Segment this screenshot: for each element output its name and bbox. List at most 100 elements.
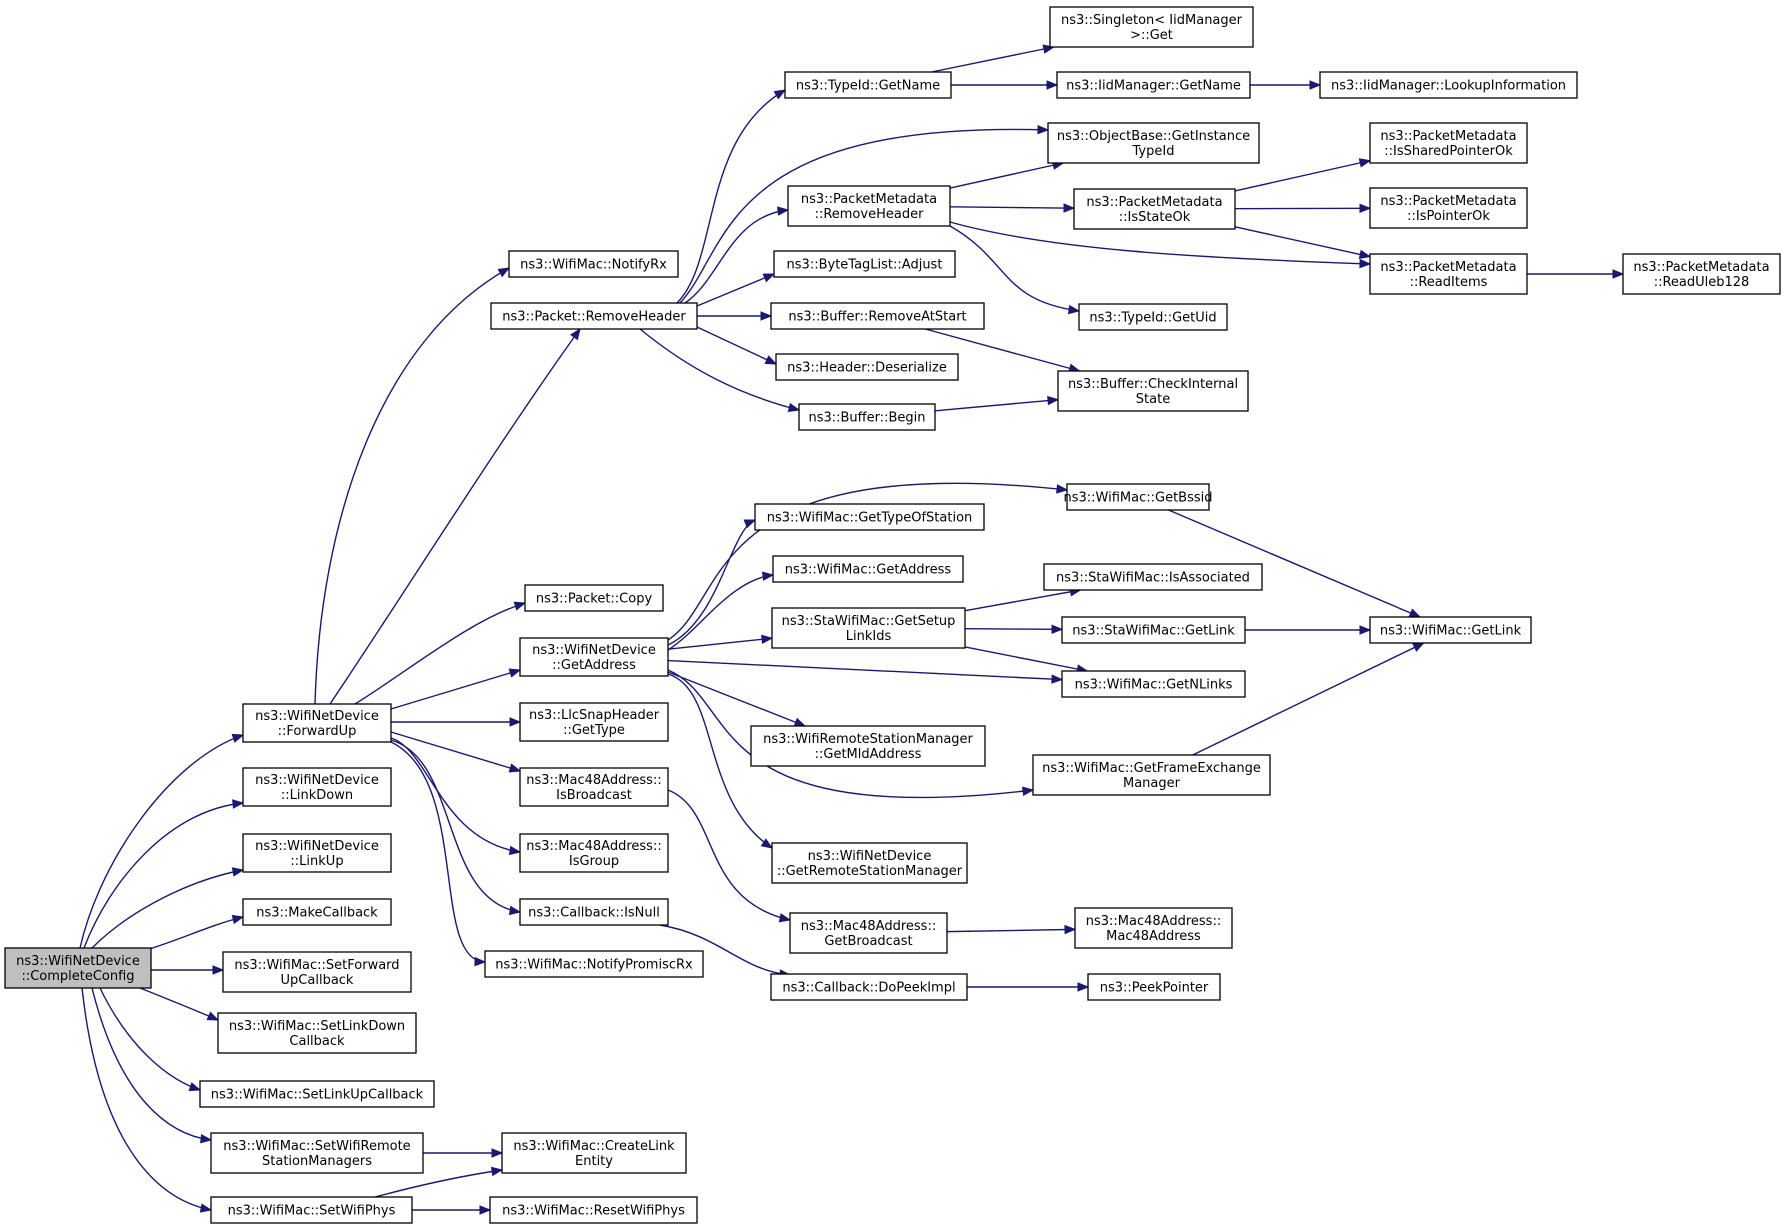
edge-ndgetaddress-to-getnlinks — [667, 659, 1064, 684]
node-label: ::GetMldAddress — [815, 747, 922, 762]
node-packetcopy[interactable]: ns3::Packet::Copy — [524, 584, 664, 612]
node-box — [1087, 973, 1221, 1001]
node-label: ns3::WifiMac::GetBssid — [1064, 491, 1213, 506]
arrowhead — [1077, 982, 1090, 992]
node-removeheader[interactable]: ns3::Packet::RemoveHeader — [490, 302, 698, 330]
edge-line — [667, 482, 1068, 641]
node-peekpointer[interactable]: ns3::PeekPointer — [1087, 973, 1221, 1001]
node-notifypromisc[interactable]: ns3::WifiMac::NotifyPromiscRx — [484, 950, 704, 978]
node-macgetaddress[interactable]: ns3::WifiMac::GetAddress — [772, 555, 964, 583]
arrowhead — [762, 571, 775, 581]
node-forwardup[interactable]: ns3::WifiNetDevice::ForwardUp — [242, 703, 392, 743]
arrowhead — [1612, 269, 1625, 279]
node-root[interactable]: ns3::WifiNetDevice::CompleteConfig — [4, 947, 152, 989]
node-issharedptr[interactable]: ns3::PacketMetadata::IsSharedPointerOk — [1369, 122, 1528, 164]
node-label: ns3::WifiMac::GetNLinks — [1075, 678, 1233, 693]
node-typeidgetname[interactable]: ns3::TypeId::GetName — [784, 71, 952, 99]
node-getrsm[interactable]: ns3::WifiNetDevice::GetRemoteStationMana… — [771, 842, 968, 884]
node-dopeekimpl[interactable]: ns3::Callback::DoPeekImpl — [770, 973, 968, 1001]
node-box — [210, 1196, 413, 1224]
node-box — [217, 1012, 417, 1054]
node-label: ::ForwardUp — [278, 724, 357, 739]
node-macgetlink[interactable]: ns3::WifiMac::GetLink — [1369, 616, 1532, 644]
node-getmldaddress[interactable]: ns3::WifiRemoteStationManager::GetMldAdd… — [750, 725, 986, 767]
edge-line — [667, 574, 774, 651]
node-removeatstart[interactable]: ns3::Buffer::RemoveAtStart — [770, 302, 985, 330]
node-getbssid[interactable]: ns3::WifiMac::GetBssid — [1064, 483, 1213, 511]
node-singleton[interactable]: ns3::Singleton< IidManager >::Get — [1049, 6, 1254, 48]
node-label: >::Get — [1130, 28, 1173, 43]
node-box — [1057, 370, 1249, 412]
node-label: ns3::Mac48Address:: — [1086, 914, 1221, 929]
node-lookupinfo[interactable]: ns3::IidManager::LookupInformation — [1319, 71, 1578, 99]
node-label: ns3::WifiMac::NotifyPromiscRx — [495, 958, 693, 973]
node-setlinkup[interactable]: ns3::WifiMac::SetLinkUpCallback — [199, 1080, 435, 1108]
arrowhead — [762, 273, 776, 283]
node-linkup[interactable]: ns3::WifiNetDevice::LinkUp — [242, 833, 392, 873]
node-mac48address[interactable]: ns3::Mac48Address::Mac48Address — [1074, 907, 1233, 949]
node-makecallback[interactable]: ns3::MakeCallback — [242, 898, 392, 926]
node-readitems[interactable]: ns3::PacketMetadata::ReadItems — [1369, 253, 1528, 295]
node-readuleb[interactable]: ns3::PacketMetadata::ReadUleb128 — [1622, 253, 1781, 295]
node-deserialize[interactable]: ns3::Header::Deserialize — [775, 353, 959, 381]
edge-forwardup-to-removeheader — [329, 327, 581, 705]
node-label: ::RemoveHeader — [815, 207, 925, 222]
node-getuid[interactable]: ns3::TypeId::GetUid — [1078, 303, 1228, 331]
arrowhead — [509, 717, 522, 727]
edge-line — [931, 46, 1054, 73]
arrowhead — [1051, 624, 1064, 635]
node-setwifiphys[interactable]: ns3::WifiMac::SetWifiPhys — [210, 1196, 413, 1224]
arrowhead — [764, 355, 778, 365]
edge-line — [949, 206, 1075, 209]
node-iidgetname[interactable]: ns3::IidManager::GetName — [1056, 71, 1251, 99]
node-isgroup[interactable]: ns3::Mac48Address::IsGroup — [519, 833, 669, 873]
node-label: ns3::Packet::Copy — [536, 592, 653, 607]
node-label: ns3::WifiMac::GetTypeOfStation — [767, 511, 973, 526]
edge-root-to-setlinkup — [99, 987, 202, 1092]
node-box — [519, 637, 669, 677]
node-isnull[interactable]: ns3::Callback::IsNull — [519, 898, 669, 926]
node-bytetagadjust[interactable]: ns3::ByteTagList::Adjust — [773, 250, 956, 278]
node-bufferbegin[interactable]: ns3::Buffer::Begin — [798, 403, 936, 431]
edge-iidgetname-to-lookupinfo — [1250, 80, 1322, 90]
node-pmremoveheader[interactable]: ns3::PacketMetadata::RemoveHeader — [787, 185, 951, 227]
node-box — [789, 912, 948, 954]
edge-line — [1234, 226, 1371, 258]
node-getnlinks[interactable]: ns3::WifiMac::GetNLinks — [1061, 670, 1246, 698]
edge-line — [667, 671, 806, 727]
edge-getsetuplinkids-to-getnlinks — [964, 646, 1089, 674]
node-setwifiremote[interactable]: ns3::WifiMac::SetWifiRemoteStationManage… — [210, 1132, 424, 1174]
node-isstateok[interactable]: ns3::PacketMetadata::IsStateOk — [1073, 188, 1236, 230]
node-label: ns3::Singleton< IidManager — [1061, 13, 1243, 28]
node-box — [1622, 253, 1781, 295]
node-gettypeofstation[interactable]: ns3::WifiMac::GetTypeOfStation — [754, 503, 985, 531]
node-box — [1043, 563, 1263, 591]
node-isbroadcast[interactable]: ns3::Mac48Address::IsBroadcast — [519, 767, 669, 807]
edge-line — [390, 731, 521, 772]
node-label: ns3::WifiNetDevice — [16, 954, 140, 969]
node-linkdown[interactable]: ns3::WifiNetDevice::LinkDown — [242, 767, 392, 807]
arrowhead — [1022, 786, 1035, 796]
node-label: Entity — [575, 1154, 613, 1169]
arrowhead — [490, 1166, 504, 1177]
arrowhead — [212, 965, 225, 975]
node-stagetlink[interactable]: ns3::StaWifiMac::GetLink — [1061, 616, 1246, 644]
node-getbroadcast[interactable]: ns3::Mac48Address::GetBroadcast — [789, 912, 948, 954]
node-label: IsGroup — [569, 854, 619, 869]
node-isassociated[interactable]: ns3::StaWifiMac::IsAssociated — [1043, 563, 1263, 591]
node-label: ns3::PacketMetadata — [1380, 194, 1516, 209]
node-resetphys[interactable]: ns3::WifiMac::ResetWifiPhys — [489, 1196, 698, 1224]
node-llcgettype[interactable]: ns3::LlcSnapHeader::GetType — [519, 702, 669, 742]
node-ndgetaddress[interactable]: ns3::WifiNetDevice::GetAddress — [519, 637, 669, 677]
node-notifyrx[interactable]: ns3::WifiMac::NotifyRx — [508, 250, 679, 278]
edge-ndgetaddress-to-getsetuplinkids — [667, 634, 774, 650]
edge-line — [1192, 642, 1424, 756]
node-ispointerok[interactable]: ns3::PacketMetadata::IsPointerOk — [1369, 187, 1528, 229]
